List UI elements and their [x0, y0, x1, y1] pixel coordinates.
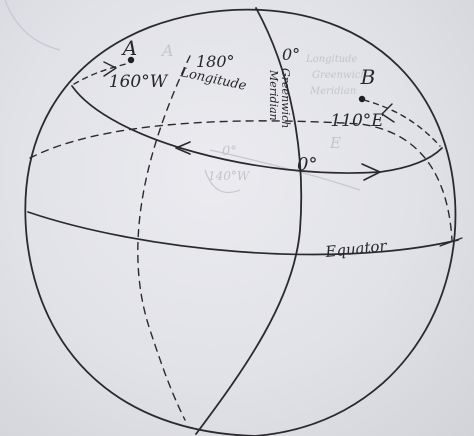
faint-ghost-labels: A Longitude Greenwich Meridian E 0° 140°…: [160, 41, 367, 183]
point-b-letter: B: [360, 65, 376, 89]
prime-meridian-degrees: 0°: [282, 45, 300, 64]
globe-outline: [24, 8, 457, 436]
latitude-front: [71, 85, 443, 174]
prime-meridian: [195, 7, 303, 435]
point-a-longitude: 160°W: [109, 72, 169, 92]
ghost-line-1: Longitude: [305, 54, 358, 65]
ghost-mid-2: 140°W: [208, 169, 251, 183]
ghost-letter-e: E: [329, 134, 341, 152]
arrow-left-icon: [175, 141, 191, 155]
crossing-label: 0°: [297, 154, 317, 175]
equator-end-flourish: [439, 237, 463, 247]
ghost-line-2: Greenwich: [312, 70, 367, 81]
latitude-dashed-back: [29, 120, 453, 241]
route-dashed-b: [363, 99, 441, 147]
ghost-mid-1: 0°: [222, 144, 237, 159]
prime-meridian-label-2: Meridian: [267, 69, 280, 121]
arrow-right-icon: [361, 163, 381, 181]
route-dashed-a: [73, 63, 127, 85]
faint-corner-stroke: [4, 0, 61, 51]
equator-label: Equator: [324, 237, 389, 262]
point-b-marker: [358, 95, 366, 103]
point-a-letter: A: [121, 36, 137, 60]
point-a-marker: [127, 56, 135, 64]
ghost-letter-a: A: [160, 41, 174, 60]
arrow-to-a-icon: [103, 61, 117, 77]
point-b-longitude: 110°E: [330, 111, 384, 131]
arrow-from-b-icon: [381, 103, 395, 123]
prime-meridian-label-1: Greenwich: [279, 68, 292, 128]
antimeridian-degrees: 180°: [196, 52, 235, 71]
ghost-line-3: Meridian: [309, 86, 356, 97]
equator-line: [27, 211, 459, 256]
faint-scribble: [204, 169, 241, 194]
meridian-180-dashed: [137, 55, 191, 421]
